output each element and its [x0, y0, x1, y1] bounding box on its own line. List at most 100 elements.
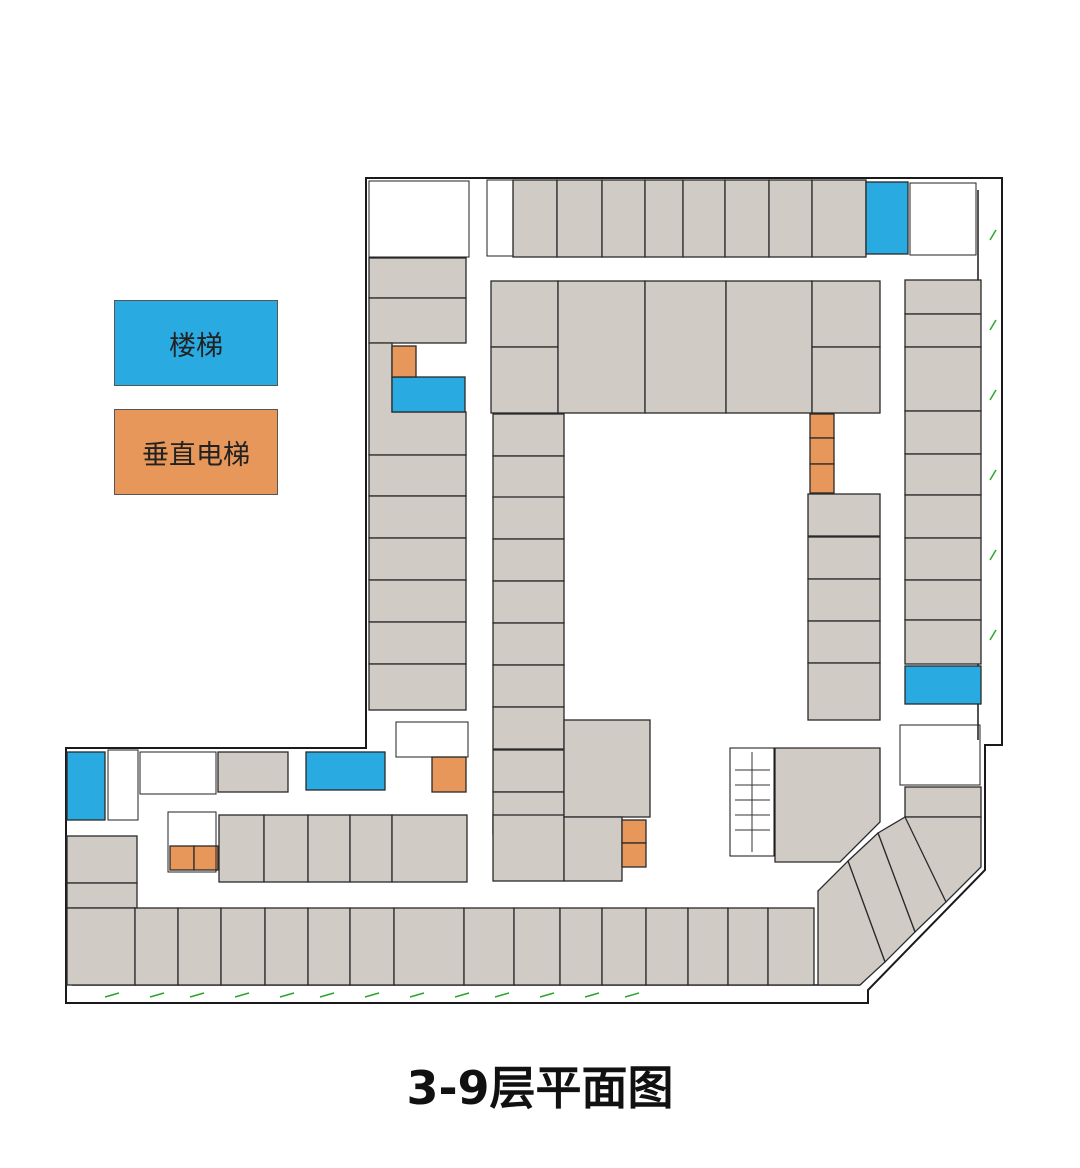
glass-mark [364, 992, 380, 998]
elevator-icon [809, 413, 835, 439]
shop-unit [817, 859, 886, 986]
glass-mark [494, 992, 510, 998]
elevators [169, 345, 835, 871]
curtain-wall-marks [104, 229, 997, 998]
plan-title: 3-9层平面图 [406, 1061, 674, 1115]
shop-unit [349, 814, 393, 883]
shop-unit [644, 280, 727, 414]
stairs-icon [305, 751, 386, 791]
shop-unit [490, 346, 559, 414]
shop-unit [66, 907, 136, 986]
shop-units [66, 179, 982, 986]
shop-unit [368, 537, 467, 581]
shop-unit [727, 907, 769, 986]
shop-unit [218, 814, 265, 883]
elevator-icon [621, 842, 647, 868]
shop-unit [904, 410, 982, 455]
stairs-icon [66, 751, 106, 821]
elevator-icon [169, 845, 195, 871]
shop-unit [134, 907, 179, 986]
shop-unit [768, 179, 813, 258]
shop-unit [645, 907, 689, 986]
shop-unit [513, 907, 561, 986]
shop-unit [725, 280, 813, 414]
restroom-block [107, 749, 139, 821]
legend-stairs-label: 楼梯 [169, 330, 223, 362]
stairs-icon [865, 181, 909, 255]
shop-unit [556, 179, 603, 258]
glass-mark [409, 992, 425, 998]
shop-unit [767, 907, 815, 986]
elevator-icon [193, 845, 219, 871]
legend-elevator: 垂直电梯 [114, 409, 278, 495]
shop-unit [807, 536, 881, 580]
shop-unit [263, 814, 309, 883]
shop-unit [492, 413, 565, 457]
shop-unit [904, 453, 982, 496]
shop-unit [463, 907, 515, 986]
shop-unit [492, 580, 565, 624]
shop-unit [512, 179, 558, 258]
shop-unit [563, 719, 651, 818]
shop-unit [559, 907, 603, 986]
shop-unit [724, 179, 770, 258]
shop-unit [904, 537, 982, 581]
glass-mark [989, 319, 997, 331]
elevator-icon [621, 819, 647, 844]
shop-unit [492, 706, 565, 750]
shop-unit [368, 297, 467, 344]
shop-unit [811, 280, 881, 348]
fixtures [107, 179, 981, 873]
glass-mark [989, 229, 997, 241]
shop-unit [490, 280, 559, 348]
elevator-icon [809, 463, 835, 494]
elevator-icon [809, 437, 835, 465]
elevator-icon [391, 345, 417, 378]
shop-unit [601, 179, 646, 258]
glass-mark [624, 992, 640, 998]
shop-unit [904, 346, 982, 412]
legend-stairs: 楼梯 [114, 300, 278, 386]
glass-mark [149, 992, 165, 998]
shop-unit [368, 579, 467, 623]
restroom-block [368, 180, 470, 258]
shop-unit [492, 496, 565, 540]
shop-unit [601, 907, 647, 986]
glass-mark [539, 992, 555, 998]
glass-mark [989, 549, 997, 561]
shop-unit [391, 814, 468, 883]
glass-mark [319, 992, 335, 998]
shop-unit [904, 494, 982, 539]
shop-unit [904, 579, 982, 621]
glass-mark [454, 992, 470, 998]
stairs-icon [391, 376, 466, 413]
shop-unit [557, 280, 646, 414]
shop-unit [66, 882, 138, 909]
glass-mark [279, 992, 295, 998]
shop-unit [307, 814, 351, 883]
shop-unit [492, 749, 565, 793]
legend-elevator-label: 垂直电梯 [142, 439, 250, 471]
shop-unit [687, 907, 729, 986]
shop-unit [66, 835, 138, 884]
shop-unit [904, 313, 982, 348]
shop-unit [264, 907, 309, 986]
shop-unit [807, 620, 881, 664]
glass-mark [189, 992, 205, 998]
shop-unit [811, 346, 881, 414]
shop-unit [492, 538, 565, 582]
shop-unit [368, 621, 467, 665]
shop-unit [492, 455, 565, 499]
shop-unit [307, 907, 351, 986]
stairs-icon [904, 665, 982, 705]
shop-unit [904, 279, 982, 315]
elevator-icon [431, 756, 467, 793]
glass-mark [104, 992, 120, 998]
shop-unit [563, 816, 623, 882]
shop-unit [811, 179, 867, 258]
shop-unit [904, 619, 982, 665]
shop-unit [644, 179, 684, 258]
shop-unit [368, 495, 467, 539]
shop-unit [807, 493, 881, 537]
